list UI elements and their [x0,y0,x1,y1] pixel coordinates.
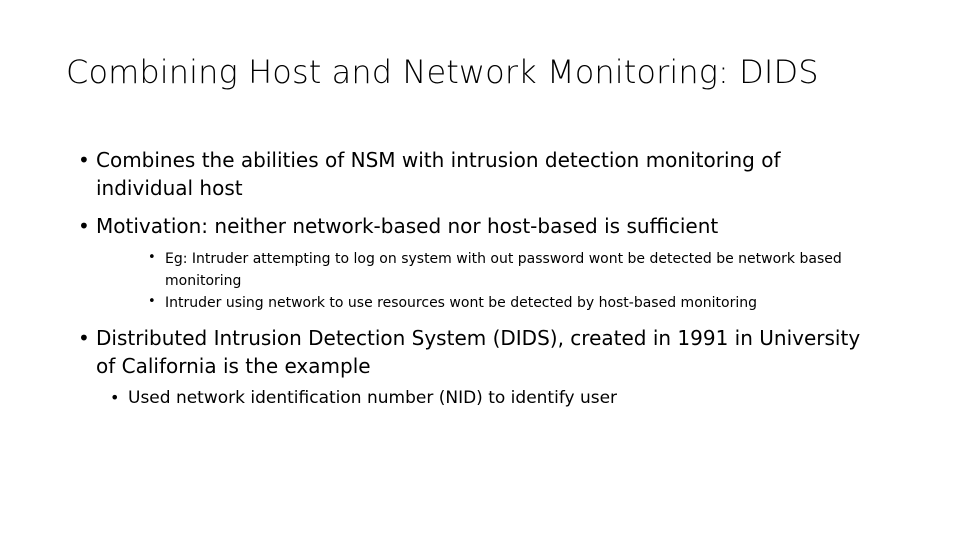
sub-bullet-list: • Used network identification number (NI… [0,386,960,412]
bullet-list: • Combines the abilities of NSM with int… [0,146,960,412]
bullet-text: Intruder using network to use resources … [165,295,757,312]
bullet-item-level2: • Eg: Intruder attempting to log on syst… [0,248,960,292]
slide-body: • Combines the abilities of NSM with int… [0,146,960,412]
bullet-point-icon: • [78,148,90,172]
bullet-point-icon: • [110,388,120,408]
bullet-item-level2: • Used network identification number (NI… [0,386,960,412]
bullet-item-level2: • Intruder using network to use resource… [0,292,960,314]
bullet-text: Eg: Intruder attempting to log on system… [165,251,842,290]
bullet-item-level1: • Motivation: neither network-based nor … [0,212,960,240]
bullet-text: Combines the abilities of NSM with intru… [96,148,781,200]
bullet-point-icon: • [148,250,156,265]
bullet-item-level1: • Distributed Intrusion Detection System… [0,324,960,380]
sub-bullet-list: • Eg: Intruder attempting to log on syst… [0,248,960,314]
bullet-item-level1: • Combines the abilities of NSM with int… [0,146,960,202]
slide-title: Combining Host and Network Monitoring: D… [66,53,819,92]
bullet-point-icon: • [78,214,90,238]
bullet-point-icon: • [78,326,90,351]
bullet-text: Distributed Intrusion Detection System (… [96,326,861,379]
bullet-point-icon: • [148,294,156,310]
bullet-text: Motivation: neither network-based nor ho… [96,214,719,238]
bullet-text: Used network identification number (NID)… [128,388,618,409]
